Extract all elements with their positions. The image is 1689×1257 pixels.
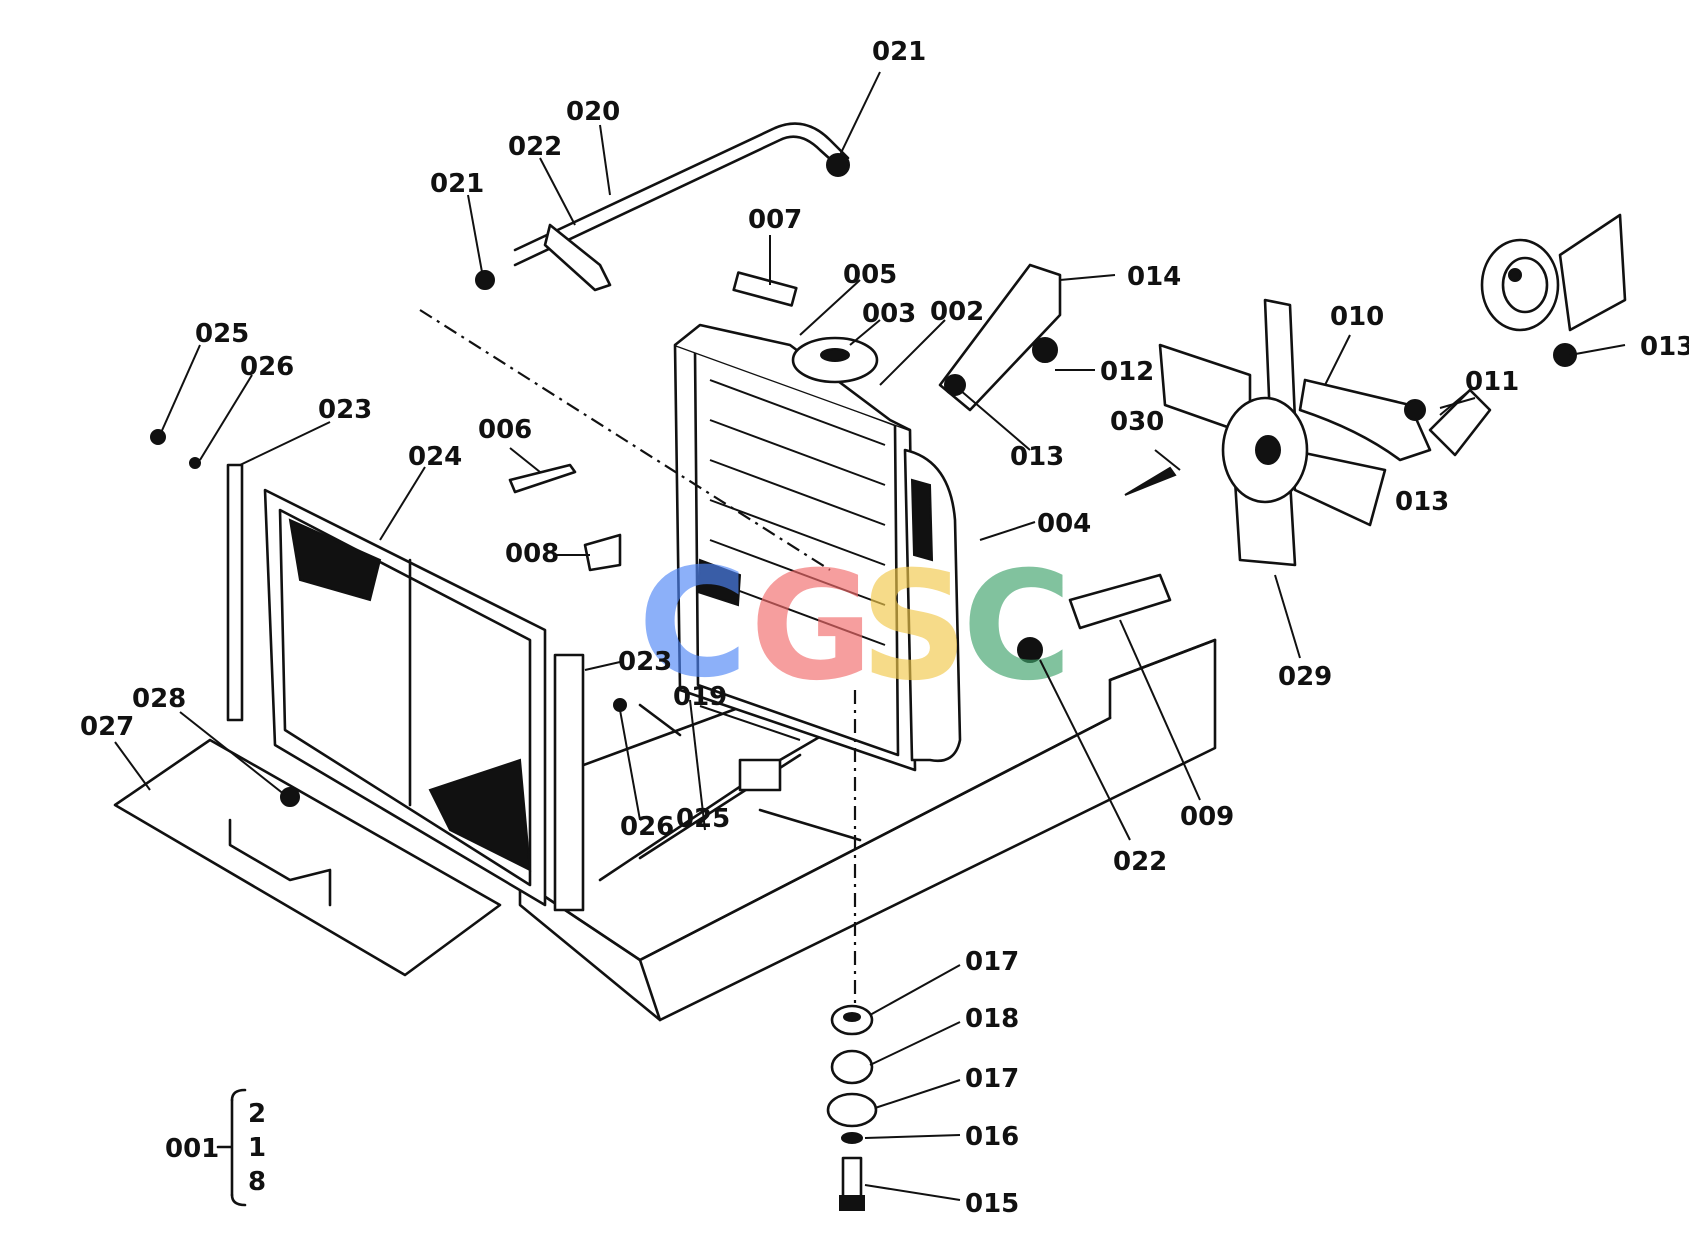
watermark: C G S C <box>638 537 1072 714</box>
part-label: 020 <box>566 97 620 127</box>
part-label: 023 <box>618 647 672 677</box>
watermark-letter: C <box>962 540 1072 714</box>
part-label: 011 <box>1465 367 1519 397</box>
small-hardware <box>150 429 1177 842</box>
part-label: 021 <box>430 169 484 199</box>
part-label: 026 <box>620 812 674 842</box>
watermark-letter: S <box>860 540 968 714</box>
part-label: 002 <box>930 297 984 327</box>
cooling-fan <box>1158 298 1387 567</box>
front-grille-frame <box>226 463 585 912</box>
part-label: 016 <box>965 1122 1019 1152</box>
part-label: 018 <box>965 1004 1019 1034</box>
part-label: 024 <box>408 442 462 472</box>
radiator <box>673 271 962 772</box>
part-label: 001 <box>165 1134 219 1164</box>
group-item-3: 8 <box>248 1167 266 1197</box>
bottom-cover-plate <box>113 738 502 977</box>
part-label: 005 <box>843 260 897 290</box>
part-label: 027 <box>80 712 134 742</box>
part-label: 008 <box>505 539 559 569</box>
upper-pipe <box>419 122 850 571</box>
part-labels: 021 020 022 021 007 005 003 002 014 012 … <box>80 37 1689 1219</box>
part-label: 010 <box>1330 302 1384 332</box>
mount-stack <box>826 690 878 1211</box>
part-label: 014 <box>1127 262 1181 292</box>
part-label: 013 <box>1640 332 1689 362</box>
watermark-letter: G <box>750 540 873 714</box>
part-label: 022 <box>508 132 562 162</box>
part-label: 029 <box>1278 662 1332 692</box>
group-item-1: 2 <box>248 1099 266 1129</box>
part-label: 021 <box>872 37 926 67</box>
part-label: 007 <box>748 205 802 235</box>
part-label: 023 <box>318 395 372 425</box>
part-label: 025 <box>195 319 249 349</box>
leader-lines <box>114 71 1626 1201</box>
watermark-letter: C <box>638 537 748 711</box>
part-label: 017 <box>965 947 1019 977</box>
part-label: 028 <box>132 684 186 714</box>
part-label: 004 <box>1037 509 1091 539</box>
group-item-2: 1 <box>248 1133 266 1163</box>
part-label: 019 <box>673 682 727 712</box>
part-label: 012 <box>1100 357 1154 387</box>
part-label: 013 <box>1010 442 1064 472</box>
part-label: 026 <box>240 352 294 382</box>
part-label: 022 <box>1113 847 1167 877</box>
part-label: 030 <box>1110 407 1164 437</box>
part-label: 025 <box>676 804 730 834</box>
part-label: 003 <box>862 299 916 329</box>
part-label: 013 <box>1395 487 1449 517</box>
part-label: 017 <box>965 1064 1019 1094</box>
assembly-group-bracket: 2 1 8 <box>216 1088 266 1207</box>
part-label: 015 <box>965 1189 1019 1219</box>
part-label: 009 <box>1180 802 1234 832</box>
part-label: 006 <box>478 415 532 445</box>
fan-pulley <box>1480 213 1627 332</box>
